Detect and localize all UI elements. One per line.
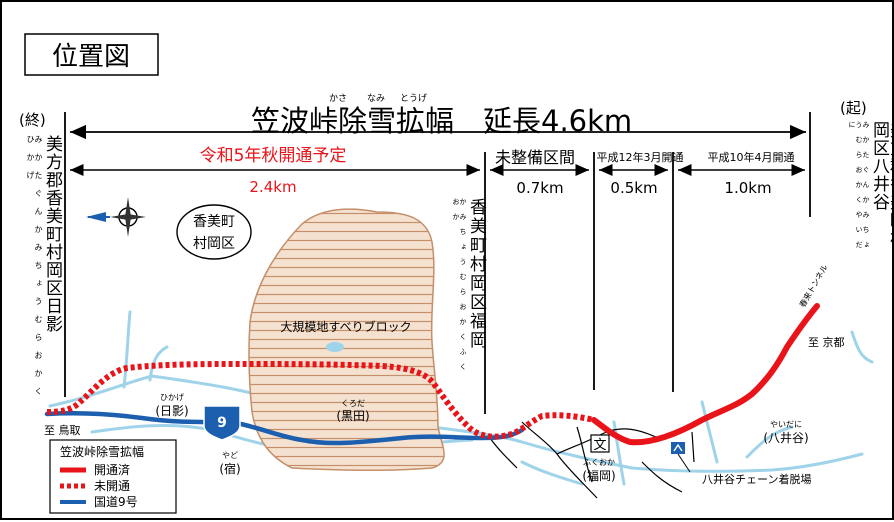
section-h10-label: 平成10年4月開通 xyxy=(708,150,795,164)
section-boundaries xyxy=(64,112,811,414)
yado-ruby: やど xyxy=(222,451,238,460)
end-marker: (終) xyxy=(19,111,46,129)
right-place-name-col1: 美方郡香美町村岡区八井谷 みかたぐんかみちょうむらおかくやいだに xyxy=(848,121,894,261)
to-kyoto: 至 京都 xyxy=(808,335,845,349)
section-planned-label: 令和5年秋開通予定 xyxy=(200,146,347,166)
tunnel-label: 春来トンネル xyxy=(797,263,830,309)
compass-icon xyxy=(86,197,146,237)
area-label: 香美町 村岡区 xyxy=(176,204,252,260)
section-h12-length: 0.5km xyxy=(610,179,657,197)
route9-line xyxy=(44,410,525,446)
route9-sign: 9 xyxy=(203,405,241,441)
heading-ruby-touge: とうげ xyxy=(400,93,427,104)
right-place-name: 美方郡香美町村岡区八井谷 xyxy=(869,121,894,247)
local-roads xyxy=(489,421,695,499)
landslide-label: 大規模地すべりブロック xyxy=(280,319,411,334)
hikage-ruby: ひかげ xyxy=(160,393,184,402)
yado-label: (宿) xyxy=(219,461,240,476)
start-marker: (起) xyxy=(840,99,867,117)
chain-area-label: 八井谷チェーン着脱場 xyxy=(702,472,811,486)
landslide-block xyxy=(248,208,445,472)
legend-opened-label: 開通済 xyxy=(94,462,130,477)
area-label-line2: 村岡区 xyxy=(193,236,235,252)
middle-place-name: 香美町村岡区福岡 かみちょうむらおかくふくおか xyxy=(452,198,486,378)
yaidani-ruby: やいだに xyxy=(770,420,802,429)
section-planned-length: 2.4km xyxy=(249,178,296,196)
school-symbol: 文 xyxy=(593,438,606,453)
pond xyxy=(326,342,344,352)
legend: 笠波峠除雪拡幅 開通済 未開通 国道9号 xyxy=(49,439,177,514)
heading-ruby-kasa: かさ xyxy=(329,93,347,104)
chain-area-icon xyxy=(671,442,691,473)
section-unmaintained-length: 0.7km xyxy=(516,179,563,197)
area-label-line1: 香美町 xyxy=(193,214,235,230)
heading-ruby-nami: なみ xyxy=(367,93,385,104)
title-box: 位置図 xyxy=(24,33,159,76)
route9-number: 9 xyxy=(217,415,227,431)
section-h12-label: 平成12年3月開通 xyxy=(597,150,684,164)
kuroda-ruby: くろだ xyxy=(341,399,365,408)
left-place-name: 美方郡香美町村岡区日影 みかたぐんかみちょうむらおかくひかげ xyxy=(26,135,62,405)
legend-title: 笠波峠除雪拡幅 xyxy=(60,444,144,459)
legend-unopened-label: 未開通 xyxy=(94,479,130,493)
fukuoka-ruby: ふくおか xyxy=(583,458,615,467)
map-title: 位置図 xyxy=(52,42,130,72)
opened-section xyxy=(591,303,820,446)
school-icon: 文 xyxy=(590,434,610,453)
unopened-section xyxy=(46,361,595,440)
fukuoka-label: (福岡) xyxy=(582,468,615,483)
kuroda-label: (黒田) xyxy=(336,409,369,423)
hikage-label: (日影) xyxy=(155,404,188,418)
legend-route9-label: 国道9号 xyxy=(94,495,138,509)
section-h10-length: 1.0km xyxy=(724,179,771,197)
yaidani-label: (八井谷) xyxy=(763,431,808,445)
section-unmaintained-label: 未整備区間 xyxy=(495,148,575,167)
to-tottori: 至 鳥取 xyxy=(44,423,81,437)
